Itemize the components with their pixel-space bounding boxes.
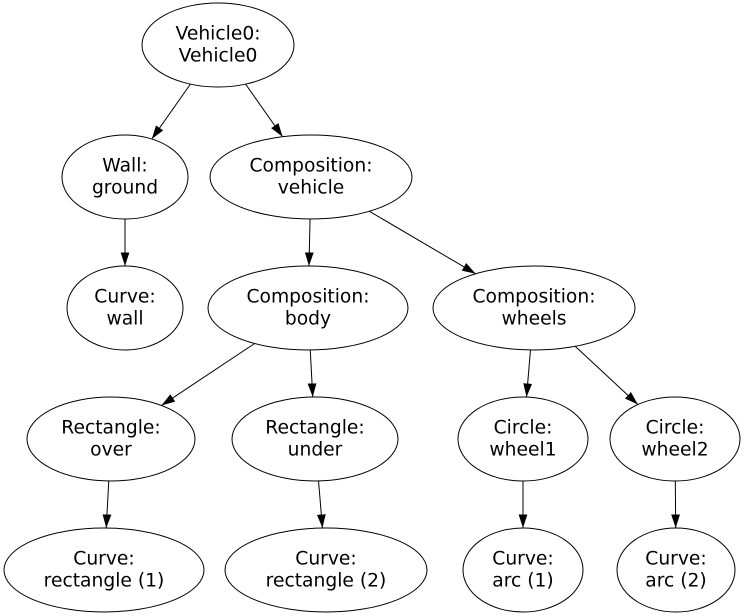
edge-composition-body-to-rectangle-under <box>307 349 317 398</box>
node-rectangle-under-label-line1: Rectangle: <box>265 418 364 439</box>
node-circle-wheel2-label-line1: Circle: <box>646 418 705 439</box>
node-rectangle-over: Rectangle:over <box>26 396 196 482</box>
node-rectangle-over-shape <box>26 396 196 482</box>
edge-composition-wheels-to-circle-wheel2 <box>574 345 639 405</box>
node-composition-vehicle-label-line1: Composition: <box>249 156 372 177</box>
node-curve-rectangle-1-label-line1: Curve: <box>73 549 134 570</box>
node-curve-arc-2-shape <box>616 527 736 613</box>
node-composition-vehicle: Composition:vehicle <box>209 134 413 220</box>
edge-composition-vehicle-to-composition-wheels <box>369 210 476 275</box>
edge-layer <box>102 83 680 529</box>
edge-rectangle-under-to-curve-rectangle-2 <box>316 480 326 529</box>
node-curve-rectangle-1-label-line2: rectangle (1) <box>44 571 165 592</box>
node-wall-ground: Wall:ground <box>61 134 189 220</box>
node-curve-rectangle-2: Curve:rectangle (2) <box>224 527 428 613</box>
edge-composition-wheels-to-circle-wheel1 <box>523 349 533 398</box>
node-curve-arc-1-shape <box>462 527 584 613</box>
node-circle-wheel1-label-line2: wheel1 <box>489 440 556 461</box>
node-composition-wheels-shape <box>432 265 636 351</box>
node-circle-wheel2-label-line2: wheel2 <box>641 440 708 461</box>
node-composition-wheels-label-line2: wheels <box>501 309 566 330</box>
node-rectangle-under-shape <box>231 396 399 482</box>
node-composition-vehicle-shape <box>209 134 413 220</box>
edge-composition-vehicle-to-composition-body <box>304 218 314 267</box>
edge-vehicle0-to-wall-ground <box>151 83 191 140</box>
node-curve-arc-1-label-line1: Curve: <box>492 549 553 570</box>
node-rectangle-under-label-line2: under <box>288 440 343 461</box>
node-composition-body: Composition:body <box>207 265 409 351</box>
node-curve-rectangle-2-label-line2: rectangle (2) <box>266 571 387 592</box>
node-circle-wheel1: Circle:wheel1 <box>457 396 589 482</box>
node-curve-rectangle-2-label-line1: Curve: <box>295 549 356 570</box>
node-composition-vehicle-label-line2: vehicle <box>278 178 345 199</box>
node-vehicle0-label-line1: Vehicle0: <box>175 24 260 45</box>
node-curve-wall-label-line2: wall <box>106 309 143 330</box>
node-circle-wheel1-shape <box>457 396 589 482</box>
node-wall-ground-label-line1: Wall: <box>102 156 147 177</box>
node-curve-rectangle-1-shape <box>3 527 205 613</box>
node-composition-body-shape <box>207 265 409 351</box>
node-vehicle0-label-line2: Vehicle0 <box>179 46 258 67</box>
node-curve-arc-2-label-line2: arc (2) <box>645 571 706 592</box>
node-rectangle-over-label-line1: Rectangle: <box>61 418 160 439</box>
node-vehicle0-shape <box>141 2 295 88</box>
node-curve-arc-1: Curve:arc (1) <box>462 527 584 613</box>
node-composition-body-label-line1: Composition: <box>246 287 369 308</box>
node-curve-wall: Curve:wall <box>66 265 184 351</box>
node-wall-ground-label-line2: ground <box>92 178 158 199</box>
node-curve-arc-2-label-line1: Curve: <box>645 549 706 570</box>
node-circle-wheel1-label-line1: Circle: <box>494 418 553 439</box>
node-layer: Vehicle0:Vehicle0Wall:groundComposition:… <box>3 2 741 613</box>
node-composition-body-label-line2: body <box>285 309 331 330</box>
edge-composition-body-to-rectangle-over <box>161 343 255 406</box>
node-rectangle-under: Rectangle:under <box>231 396 399 482</box>
node-composition-wheels-label-line1: Composition: <box>472 287 595 308</box>
node-curve-rectangle-2-shape <box>224 527 428 613</box>
node-circle-wheel2: Circle:wheel2 <box>609 396 741 482</box>
node-composition-wheels: Composition:wheels <box>432 265 636 351</box>
node-curve-wall-label-line1: Curve: <box>94 287 155 308</box>
node-curve-arc-2: Curve:arc (2) <box>616 527 736 613</box>
node-rectangle-over-label-line2: over <box>90 440 132 461</box>
edge-rectangle-over-to-curve-rectangle-1 <box>102 480 112 529</box>
node-circle-wheel2-shape <box>609 396 741 482</box>
node-curve-rectangle-1: Curve:rectangle (1) <box>3 527 205 613</box>
edge-vehicle0-to-composition-vehicle <box>245 83 284 137</box>
node-curve-arc-1-label-line2: arc (1) <box>492 571 553 592</box>
node-wall-ground-shape <box>61 134 189 220</box>
node-vehicle0: Vehicle0:Vehicle0 <box>141 2 295 88</box>
node-curve-wall-shape <box>66 265 184 351</box>
